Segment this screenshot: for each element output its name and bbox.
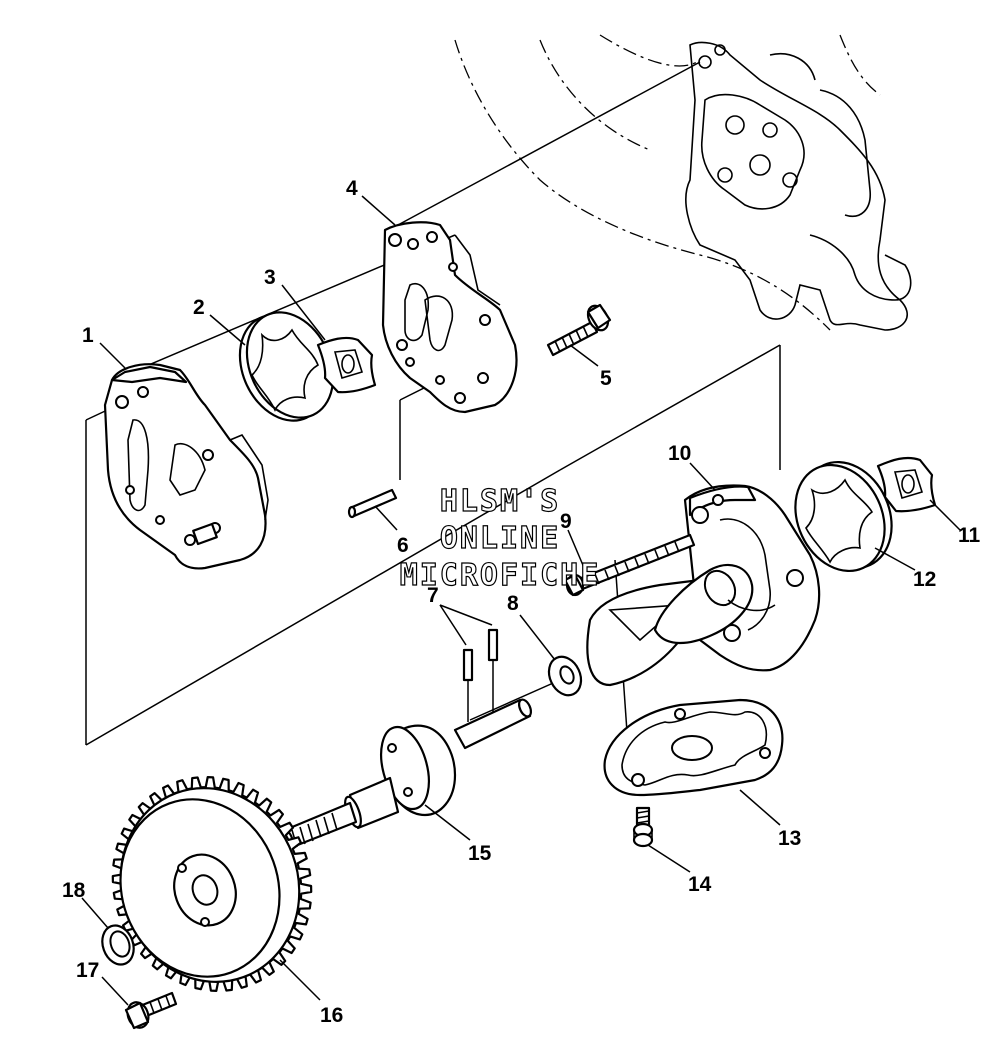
callout-4: 4 [346,177,358,200]
callout-6: 6 [397,534,409,557]
callout-16: 16 [320,1004,343,1027]
watermark-line-1: HLSM'S [440,484,560,519]
callout-2: 2 [193,296,205,319]
part-4-cover-plate [381,221,518,414]
callout-1: 1 [82,324,94,347]
callout-numbers: 1 2 3 4 5 6 7 8 9 10 11 12 13 14 15 16 1… [62,177,981,1027]
callout-12: 12 [913,568,936,591]
callout-11: 11 [958,524,981,547]
part-8-washer [547,655,583,697]
callout-18: 18 [62,879,86,902]
callout-9: 9 [560,510,572,533]
callout-14: 14 [688,873,712,896]
callout-10: 10 [668,442,691,465]
callout-15: 15 [468,842,492,865]
part-6-dowel-pin [347,488,398,519]
watermark-line-3: MICROFICHE [400,558,601,593]
part-14-screw [632,806,654,848]
part-13-gasket [603,698,784,797]
part-10-pump-housing [586,484,821,687]
part-5-bolt [546,303,612,357]
crankcase-outline [454,34,912,331]
callout-7: 7 [427,584,439,607]
part-7-pins [462,628,499,722]
part-17-bolt [124,991,178,1030]
part-1-pump-body [103,363,269,570]
callout-8: 8 [507,592,519,615]
callout-3: 3 [264,266,276,289]
callout-5: 5 [600,367,612,390]
part-3-inner-rotor [316,336,377,394]
watermark-line-2: ONLINE [440,521,560,556]
part-15-shaft [280,698,533,850]
callout-13: 13 [778,827,801,850]
part-2-outer-rotor [238,311,335,422]
callout-17: 17 [76,959,99,982]
watermark: HLSM'S ONLINE MICROFICHE [399,483,601,593]
part-16-gear [111,776,313,992]
part-9-long-bolt [563,533,696,597]
part-18-washer [101,924,135,966]
part-12-outer-rotor [794,460,893,573]
leader-lines [81,195,961,1006]
